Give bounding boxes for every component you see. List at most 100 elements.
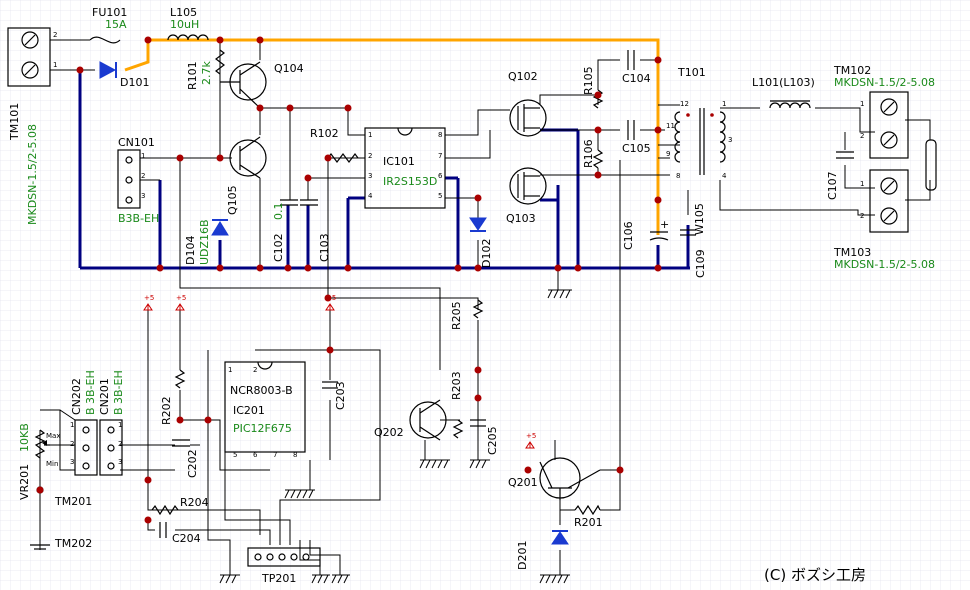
q105-ref: Q105 xyxy=(226,185,239,215)
c202-ref: C202 xyxy=(186,449,199,478)
r204-resistor: R204 xyxy=(151,496,209,516)
tm102-value: MKDSN-1.5/2-5.08 xyxy=(834,76,935,89)
svg-text:8: 8 xyxy=(676,172,680,180)
cn101-connector: 1 2 3 CN101 B3B-EH xyxy=(117,136,159,225)
c102-ref: C102 xyxy=(272,233,285,262)
t101-transformer: T101 12 11 9 8 1 3 4 xyxy=(666,66,732,180)
w105-jumper: W105 xyxy=(693,203,706,235)
q104-ref: Q104 xyxy=(274,62,304,75)
svg-text:4: 4 xyxy=(722,172,727,180)
svg-text:2: 2 xyxy=(253,366,257,374)
tm102-terminal: 1 2 TM102 MKDSN-1.5/2-5.08 xyxy=(833,64,935,159)
tp201-header: TP201 xyxy=(247,547,321,585)
q105-transistor: Q105 xyxy=(226,136,267,215)
svg-text:2: 2 xyxy=(53,31,57,39)
vr201-min: Min xyxy=(46,460,58,468)
svg-text:12: 12 xyxy=(680,100,689,108)
c202-capacitor: C202 xyxy=(172,439,199,478)
svg-text:1: 1 xyxy=(228,366,232,374)
ic101-chip: 1 2 3 4 8 7 6 5 IC101 IR2S153D xyxy=(364,127,446,209)
q202-transistor: Q202 xyxy=(374,399,447,441)
svg-text:1: 1 xyxy=(70,421,74,429)
c102-capacitor: 0.1 C102 xyxy=(272,199,298,262)
junction-dots xyxy=(36,36,662,524)
cn202-connector: 1 2 3 CN202 B 3B-EH xyxy=(70,370,98,476)
r201-resistor: R201 xyxy=(574,504,603,529)
svg-text:3: 3 xyxy=(728,136,732,144)
q102-ref: Q102 xyxy=(508,70,538,83)
c109-capacitor: C109 xyxy=(680,229,707,278)
svg-text:9: 9 xyxy=(666,150,670,158)
q103-ref: Q103 xyxy=(506,212,536,225)
svg-text:6: 6 xyxy=(253,451,258,459)
svg-text:1: 1 xyxy=(860,100,864,108)
svg-text:1: 1 xyxy=(368,131,372,139)
r202-ref: R202 xyxy=(160,396,173,425)
r105-resistor: R105 xyxy=(582,66,604,109)
ic201-ref: IC201 xyxy=(233,404,265,417)
r106-ref: R106 xyxy=(582,139,595,168)
c105-capacitor: C105 xyxy=(622,120,651,155)
tm103-terminal: 1 2 TM103 MKDSN-1.5/2-5.08 xyxy=(833,169,935,271)
vr201-potentiometer: Max Min VR201 10KB xyxy=(18,423,60,500)
l101-ref: L101(L103) xyxy=(752,76,815,89)
d101-diode: D101 xyxy=(99,61,149,89)
fu101-value: 15A xyxy=(105,18,127,31)
svg-text:6: 6 xyxy=(438,172,443,180)
w105-ref: W105 xyxy=(693,203,706,235)
r202-resistor: R202 xyxy=(160,369,186,425)
q201-ref: Q201 xyxy=(508,476,538,489)
svg-text:7: 7 xyxy=(438,152,442,160)
c102-value: 0.1 xyxy=(272,203,285,221)
svg-text:11: 11 xyxy=(666,122,675,130)
svg-text:5: 5 xyxy=(438,192,442,200)
c106-ref: C106 xyxy=(622,221,635,250)
r203-resistor: R203 xyxy=(450,371,464,439)
tm202-ref: TM202 xyxy=(54,537,92,550)
cn101-value: B3B-EH xyxy=(118,212,159,225)
c103-ref: C103 xyxy=(318,233,331,262)
svg-text:8: 8 xyxy=(438,131,442,139)
r205-ref: R205 xyxy=(450,301,463,330)
c106-plus: + xyxy=(660,218,669,231)
tm201-ref: TM201 xyxy=(54,495,92,508)
c205-capacitor: C205 xyxy=(470,419,499,455)
r102-ref: R102 xyxy=(310,127,339,140)
cn101-ref: CN101 xyxy=(118,136,155,149)
r101-ref: R101 xyxy=(186,61,199,90)
svg-text:2: 2 xyxy=(70,440,74,448)
tm103-ref: TM103 xyxy=(833,246,871,259)
c204-capacitor: C204 xyxy=(159,522,201,545)
q202-ref: Q202 xyxy=(374,426,404,439)
svg-text:8: 8 xyxy=(293,451,297,459)
r204-ref: R204 xyxy=(180,496,209,509)
r101-value: 2.7k xyxy=(200,61,213,85)
r205-resistor: R205 xyxy=(450,299,484,330)
tm102-ref: TM102 xyxy=(833,64,871,77)
q104-transistor: Q104 xyxy=(220,61,304,109)
tp201-ref: TP201 xyxy=(261,572,296,585)
tm202-terminal: TM202 xyxy=(30,537,92,550)
q103-mosfet: Q103 xyxy=(506,167,547,225)
svg-text:2: 2 xyxy=(141,172,145,180)
c107-ref: C107 xyxy=(826,171,839,200)
ground-symbols xyxy=(219,268,572,584)
c203-capacitor: C203 xyxy=(322,381,347,410)
ic201-chip: 1 2 5 6 7 8 NCR8003-B IC201 PIC12F675 xyxy=(224,361,306,459)
t101-ref: T101 xyxy=(677,66,706,79)
c203-ref: C203 xyxy=(334,381,347,410)
cn202-ref: CN202 xyxy=(70,378,83,415)
ic101-ref: IC101 xyxy=(383,155,415,168)
r106-resistor: R106 xyxy=(582,139,604,169)
vr201-max: Max xyxy=(46,432,60,440)
ic201-alt: NCR8003-B xyxy=(230,384,293,397)
copyright-text: (C) ボズシ工房 xyxy=(764,566,866,584)
svg-text:5: 5 xyxy=(233,451,237,459)
c105-ref: C105 xyxy=(622,142,651,155)
supply-label-2: +5 xyxy=(176,294,186,302)
d101-ref: D101 xyxy=(120,76,149,89)
fu101-fuse: FU101 15A xyxy=(89,6,127,44)
svg-text:1: 1 xyxy=(53,61,57,69)
r203-ref: R203 xyxy=(450,371,463,400)
